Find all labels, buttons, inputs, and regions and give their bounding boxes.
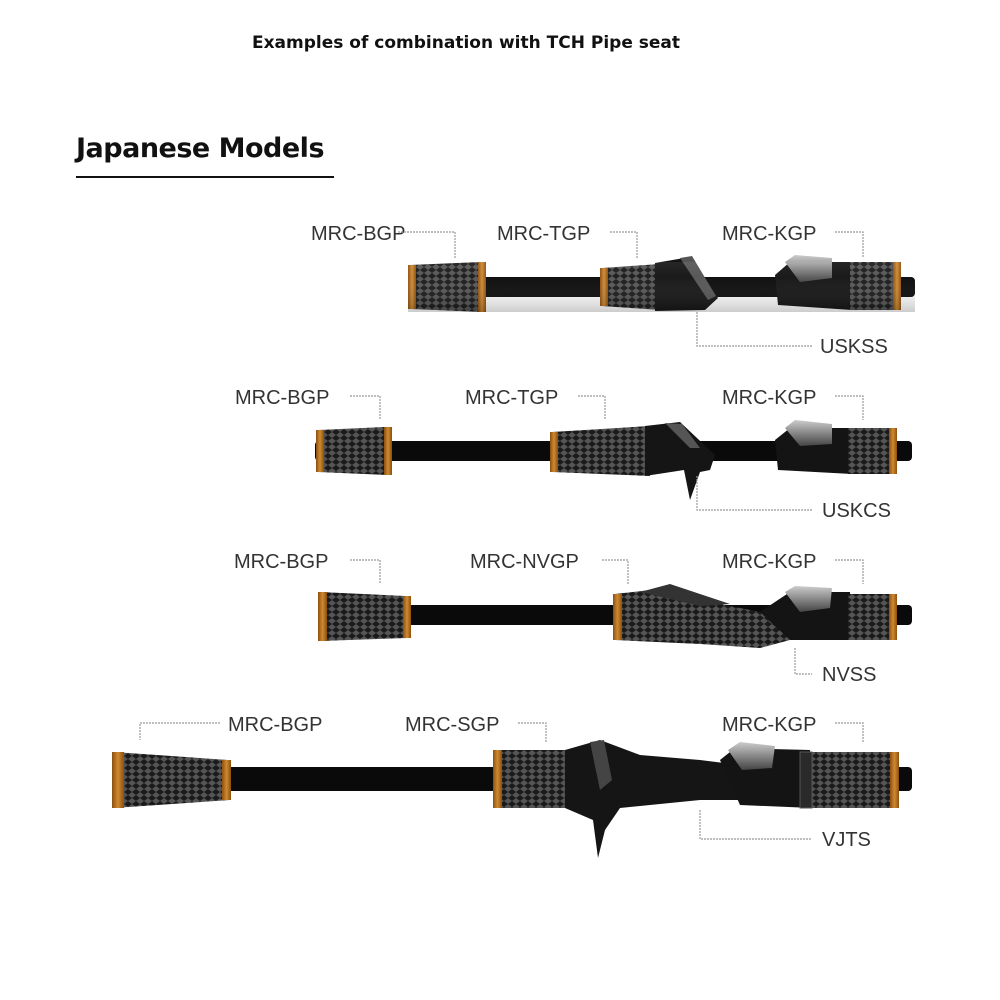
rod-4: MRC-BGP MRC-SGP MRC-KGP VJTS	[112, 714, 912, 858]
leader-line	[696, 312, 812, 347]
fore-grip	[613, 584, 790, 648]
reel-seat	[760, 586, 852, 640]
leader-line	[835, 559, 864, 584]
reel-seat	[775, 420, 852, 474]
butt-grip	[316, 427, 392, 475]
label-front-grip: MRC-KGP	[722, 551, 816, 573]
fore-grip	[550, 422, 715, 500]
leader-line	[578, 395, 606, 420]
leader-line	[696, 476, 812, 511]
rod-3: MRC-BGP MRC-NVGP MRC-KGP NVSS	[234, 551, 912, 686]
label-reel-seat: NVSS	[822, 664, 876, 686]
leader-line	[794, 648, 812, 675]
leader-line	[835, 231, 864, 258]
label-front-grip: MRC-KGP	[722, 387, 816, 409]
leader-line	[350, 559, 381, 584]
label-front-grip: MRC-KGP	[722, 223, 816, 245]
label-butt-grip: MRC-BGP	[234, 551, 328, 573]
leader-line	[350, 395, 381, 420]
section-heading: Japanese Models	[76, 133, 325, 164]
page-title: Examples of combination with TCH Pipe se…	[251, 33, 681, 53]
rod-1: MRC-BGP MRC-TGP MRC-KGP USKSS	[311, 223, 915, 358]
label-front-grip: MRC-KGP	[722, 714, 816, 736]
label-reel-seat: USKCS	[822, 500, 891, 522]
leader-line	[835, 395, 864, 420]
label-butt-grip: MRC-BGP	[311, 223, 405, 245]
butt-grip	[318, 592, 411, 641]
leader-line	[602, 559, 629, 584]
rod-2: MRC-BGP MRC-TGP MRC-KGP USKCS	[235, 387, 912, 522]
front-grip	[848, 594, 897, 640]
leader-line	[518, 722, 547, 742]
label-reel-seat: USKSS	[820, 336, 888, 358]
leader-line	[699, 810, 812, 840]
label-butt-grip: MRC-BGP	[228, 714, 322, 736]
label-fore-grip: MRC-SGP	[405, 714, 499, 736]
fore-grip	[493, 740, 760, 858]
label-butt-grip: MRC-BGP	[235, 387, 329, 409]
leader-line	[835, 722, 864, 742]
butt-grip	[112, 752, 231, 808]
front-grip	[812, 752, 899, 808]
leader-line	[610, 231, 638, 258]
label-fore-grip: MRC-NVGP	[470, 551, 579, 573]
label-fore-grip: MRC-TGP	[497, 223, 590, 245]
label-reel-seat: VJTS	[822, 829, 871, 851]
heading-underline	[76, 176, 334, 178]
leader-line	[139, 722, 220, 740]
label-fore-grip: MRC-TGP	[465, 387, 558, 409]
reel-seat	[720, 742, 813, 809]
leader-line	[398, 231, 456, 258]
front-grip	[848, 428, 897, 474]
